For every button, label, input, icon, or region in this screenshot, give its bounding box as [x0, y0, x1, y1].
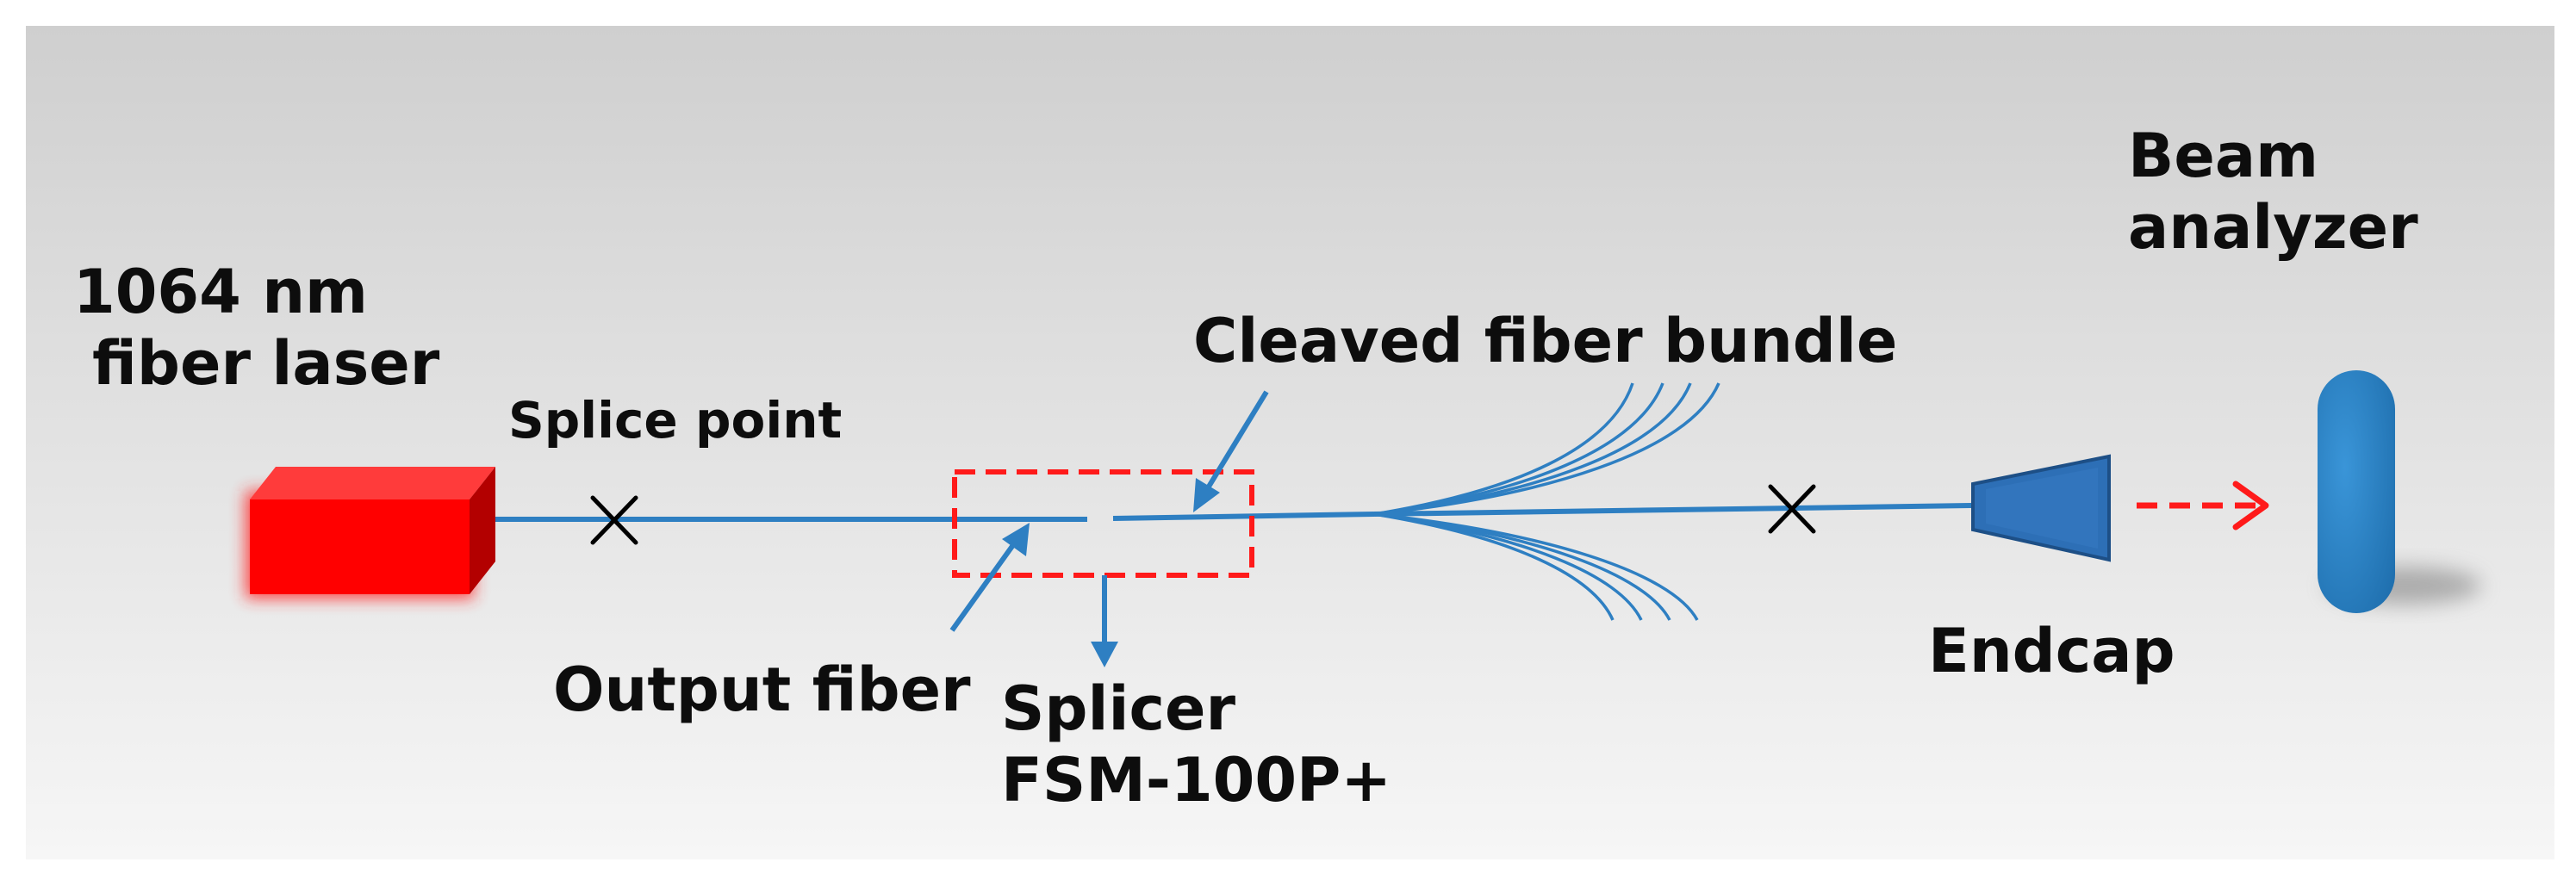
- laser-label-line2: fiber laser: [92, 327, 440, 399]
- splicer-label-line1: Splicer: [1001, 673, 1236, 744]
- endcap-label: Endcap: [1928, 616, 2175, 686]
- beam-arrow: [2137, 481, 2269, 530]
- laser-label: 1064 nm fiber laser: [73, 257, 439, 399]
- beam-analyzer-label-line2: analyzer: [2128, 191, 2418, 263]
- splicer-label: Splicer FSM-100P+: [1001, 673, 1391, 816]
- splice-point-label: Splice point: [508, 391, 843, 450]
- beam-analyzer-label-line1: Beam: [2128, 121, 2319, 191]
- splice-mark-1-icon: [590, 495, 638, 545]
- output-fiber-label: Output fiber: [553, 654, 971, 725]
- laser-label-line1: 1064 nm: [73, 257, 368, 327]
- beam-analyzer-icon: [2318, 370, 2481, 613]
- cleaved-fiber-line: [1112, 512, 1375, 521]
- endcap-icon: [1971, 454, 2111, 562]
- splicer-label-line2: FSM-100P+: [1001, 744, 1392, 816]
- splice-mark-2-icon: [1768, 484, 1816, 534]
- delivery-fiber-line: [1373, 503, 1974, 517]
- fiber-bundle: [1373, 382, 1720, 621]
- splicer-box: [952, 469, 1254, 578]
- beam-analyzer-label: Beam analyzer: [2128, 121, 2418, 263]
- cleaved-fiber-bundle-label: Cleaved fiber bundle: [1193, 306, 1898, 376]
- fiber-laser-box: [246, 467, 495, 599]
- panel-background: [26, 26, 2554, 859]
- pointer-arrows: [949, 390, 1269, 667]
